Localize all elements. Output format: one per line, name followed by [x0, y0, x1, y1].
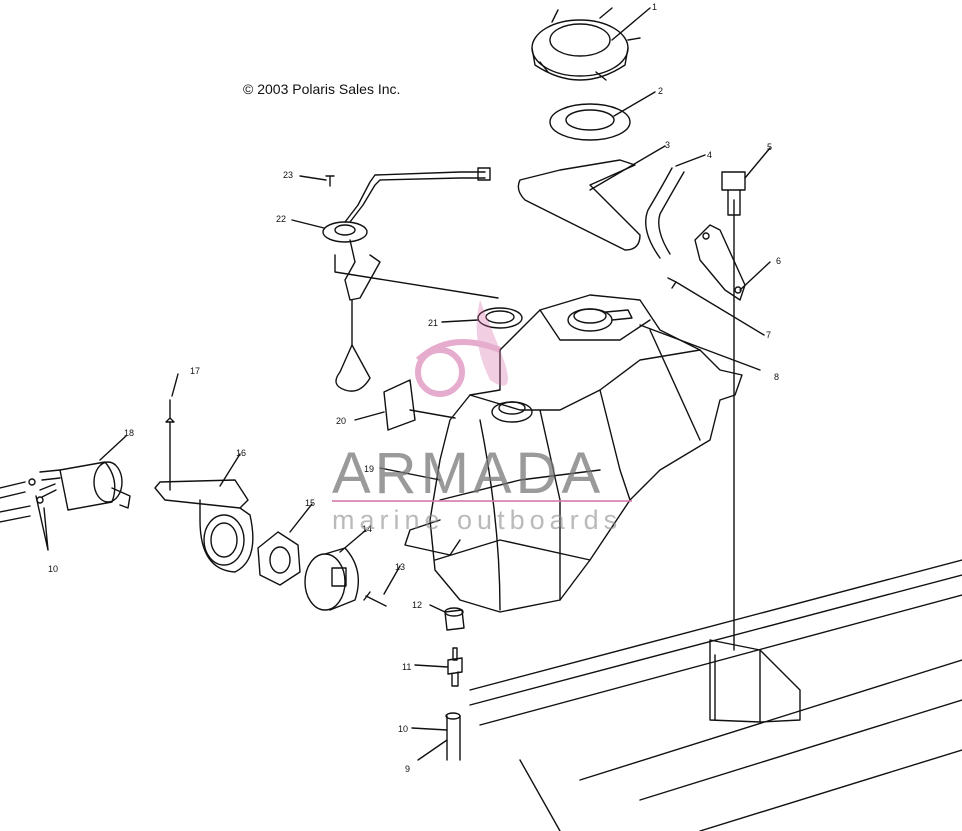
callout-6: 6 — [776, 256, 781, 266]
fuel-cap — [531, 7, 641, 81]
fuel-line — [411, 712, 461, 761]
callout-10a: 10 — [398, 724, 408, 734]
watermark-subtitle: marine outboards — [332, 505, 623, 535]
tank-pad — [517, 159, 641, 251]
callout-17: 17 — [190, 366, 200, 376]
vent-hose — [645, 167, 685, 259]
sender-screw — [325, 175, 335, 187]
callout-16: 16 — [236, 448, 246, 458]
callout-5: 5 — [767, 142, 772, 152]
callout-23: 23 — [283, 170, 293, 180]
mounting-bolt — [721, 171, 746, 216]
copyright-notice: © 2003 Polaris Sales Inc. — [243, 81, 401, 97]
rubber-damper — [304, 547, 359, 611]
leader-19 — [379, 467, 441, 481]
callout-8: 8 — [774, 372, 779, 382]
shutoff-valve — [414, 647, 463, 687]
callout-7: 7 — [766, 330, 771, 340]
frame-rails — [469, 559, 962, 831]
callout-9: 9 — [405, 764, 410, 774]
leader-8 — [639, 324, 761, 371]
watermark-title: ARMADA — [332, 441, 605, 506]
watermark-logo — [415, 300, 508, 397]
cap-gasket — [549, 103, 631, 141]
callout-3: 3 — [665, 140, 670, 150]
watermark-divider — [332, 500, 632, 502]
callout-labels: 1 2 3 4 5 6 7 8 9 10 10 11 12 13 14 15 1… — [48, 2, 781, 774]
callout-4: 4 — [707, 150, 712, 160]
callout-11: 11 — [402, 662, 411, 672]
vent-valve — [165, 399, 175, 491]
hex-nut — [257, 531, 301, 586]
fuel-sender-assembly — [322, 167, 499, 392]
callout-14: 14 — [362, 524, 372, 534]
callout-1: 1 — [652, 2, 657, 12]
drain-fitting — [429, 604, 465, 631]
callout-10b: 10 — [48, 564, 58, 574]
callout-15: 15 — [305, 498, 315, 508]
filter-bracket — [154, 479, 254, 573]
fuel-filter — [39, 461, 131, 511]
callout-22: 22 — [276, 214, 286, 224]
callout-20: 20 — [336, 416, 346, 426]
callout-12: 12 — [412, 600, 422, 610]
callout-18: 18 — [124, 428, 134, 438]
hose-clamps — [0, 478, 49, 551]
warning-decal — [383, 379, 416, 431]
tank-bracket — [694, 224, 746, 301]
pump-gasket — [477, 307, 523, 329]
hose-clip — [667, 277, 677, 289]
callout-13: 13 — [395, 562, 405, 572]
damper-bolt — [363, 591, 387, 607]
callout-21: 21 — [428, 318, 438, 328]
callout-19: 19 — [364, 464, 374, 474]
callout-2: 2 — [658, 86, 663, 96]
